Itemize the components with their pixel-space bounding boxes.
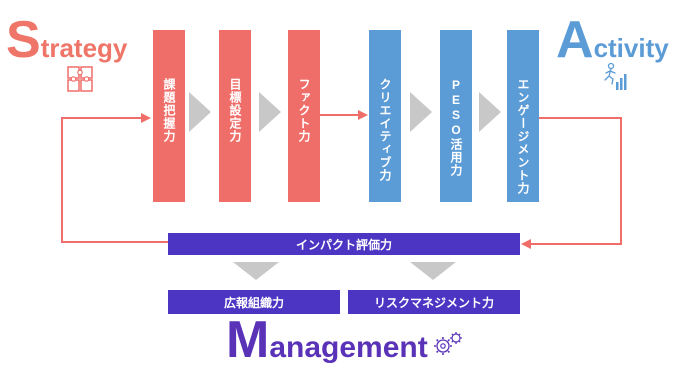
column-label: 課題把握力 (162, 78, 176, 143)
left-loop-arrowhead (141, 113, 151, 123)
chevron-arrow (410, 92, 432, 132)
management-item-risk: リスクマネジメント力 (348, 290, 520, 314)
impact-label: インパクト評価力 (295, 237, 392, 252)
chevron-arrow (189, 92, 211, 132)
column-issue-grasp: 課題把握力 (153, 30, 185, 202)
runner-icon (604, 62, 627, 90)
column-goal-setting: 目標設定力 (219, 30, 251, 202)
activity-title-rest: ctivity (593, 33, 669, 63)
puzzle-icon (67, 66, 93, 92)
management-title-rest: anagement (269, 331, 428, 364)
down-arrow (233, 262, 279, 280)
right-loop-arrowhead (521, 239, 531, 249)
column-label: クリエイティブ力 (378, 78, 392, 182)
strategy-title-rest: trategy (40, 33, 128, 63)
right-loop-line (530, 117, 622, 245)
management-title: Management (226, 314, 428, 366)
activity-title-initial: A (556, 11, 594, 69)
column-peso: PESO活用力 (440, 30, 472, 202)
impact-bar: インパクト評価力 (168, 233, 520, 255)
column-label: ファクト力 (297, 78, 311, 143)
down-arrow (410, 262, 456, 280)
chevron-arrow (259, 92, 281, 132)
column-label: PESO活用力 (449, 78, 463, 177)
strategy-title: Strategy (6, 14, 127, 66)
column-creative: クリエイティブ力 (369, 30, 401, 202)
column-engagement: エンゲージメント力 (507, 30, 539, 202)
column-label: 目標設定力 (228, 78, 242, 143)
management-item-label: 広報組織力 (223, 295, 284, 310)
management-title-initial: M (226, 311, 270, 369)
activity-title: Activity (556, 14, 669, 66)
management-item-organization: 広報組織力 (168, 290, 340, 314)
chevron-arrow (479, 92, 501, 132)
management-item-label: リスクマネジメント力 (373, 295, 494, 310)
left-loop-line (61, 117, 168, 243)
gears-icon (434, 332, 462, 355)
column-fact: ファクト力 (288, 30, 320, 202)
column-label: エンゲージメント力 (516, 78, 530, 195)
strategy-to-activity-arrowhead (358, 110, 368, 120)
strategy-title-initial: S (6, 11, 41, 69)
